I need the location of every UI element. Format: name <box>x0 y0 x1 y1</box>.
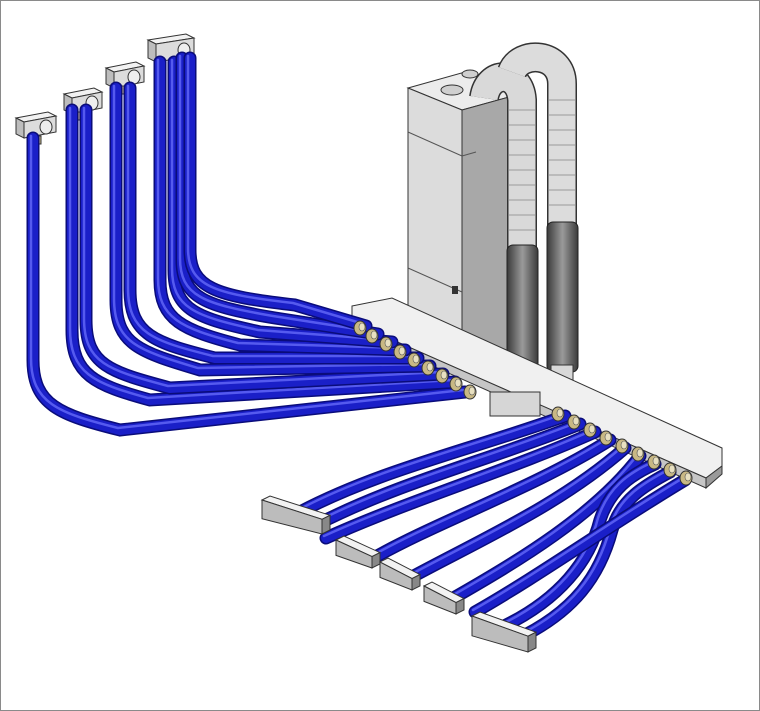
floor-grille <box>334 535 382 569</box>
supply-duct <box>468 473 692 619</box>
supply-duct <box>109 81 437 377</box>
duct-connector <box>421 360 435 376</box>
duct-connector <box>393 344 407 360</box>
supply-duct <box>123 81 425 365</box>
duct-connector <box>599 430 613 446</box>
duct-connector <box>583 422 597 438</box>
lower-supply-ducts <box>293 409 692 647</box>
supply-duct <box>65 103 462 407</box>
supply-duct <box>493 457 662 635</box>
duct-connector <box>365 328 379 344</box>
supply-duct <box>319 425 602 545</box>
duct-connector <box>647 454 661 470</box>
duct-connector <box>663 462 677 478</box>
duct-connector <box>631 446 645 462</box>
duct-connector <box>551 406 565 422</box>
duct-connector <box>463 384 477 400</box>
floor-grille <box>470 611 538 653</box>
supply-duct <box>403 441 632 585</box>
supply-duct <box>293 409 572 519</box>
supply-duct <box>79 103 450 395</box>
manifold-connectors <box>353 320 693 486</box>
duct-connector <box>435 368 449 384</box>
supply-duct <box>363 433 617 567</box>
supply-duct <box>175 51 385 341</box>
supply-duct <box>183 51 373 333</box>
ceiling-outlets <box>14 33 196 145</box>
floor-grille <box>260 495 332 535</box>
supply-duct <box>153 55 412 357</box>
duct-connector <box>407 352 421 368</box>
supply-duct <box>167 55 399 349</box>
floor-grilles <box>260 495 538 653</box>
duct-connector <box>679 470 693 486</box>
duct-connector <box>449 376 463 392</box>
duct-ribs <box>509 99 575 231</box>
upper-supply-ducts <box>26 51 472 437</box>
floor-grille <box>422 581 466 615</box>
supply-duct <box>311 417 587 531</box>
duct-connector <box>615 438 629 454</box>
duct-connector <box>353 320 367 336</box>
duct-connector <box>567 414 581 430</box>
duct-connector <box>379 336 393 352</box>
floor-grille <box>378 557 422 591</box>
main-ducts <box>469 42 579 408</box>
supply-duct <box>26 131 472 437</box>
ceiling-outlet <box>104 61 146 95</box>
